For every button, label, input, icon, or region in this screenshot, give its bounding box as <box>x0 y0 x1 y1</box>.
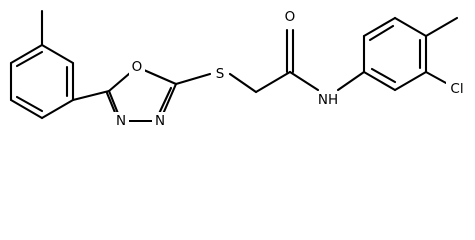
oxadiazole-nitrogen-2-label: N <box>155 113 165 129</box>
chloromethylphenyl-ring <box>362 16 428 92</box>
amide-nitrogen-label: NH <box>318 92 338 108</box>
chlorine-label: Cl <box>450 81 463 97</box>
carbonyl-to-nitrogen-bond <box>288 70 320 92</box>
sulfur-label: S <box>216 66 225 82</box>
aryl-chlorine-bond <box>424 70 448 85</box>
oxadiazole-oxygen-label: O <box>132 59 143 75</box>
tolyl-ring <box>9 43 75 120</box>
oxadiazole-to-sulfur-bond <box>174 72 212 86</box>
aryl-methyl-bond <box>424 16 459 38</box>
carbonyl-oxygen-label: O <box>285 9 296 25</box>
oxadiazole-nitrogen-1-label: N <box>116 113 126 129</box>
sulfur-to-methylene-bond <box>228 72 258 94</box>
nitrogen-to-aryl-bond <box>336 70 366 92</box>
tolyl-to-oxadiazole-bond <box>71 89 111 102</box>
methylene-to-carbonyl-bond <box>254 70 292 94</box>
molecule-structure: O N N S O NH Cl <box>9 9 464 129</box>
